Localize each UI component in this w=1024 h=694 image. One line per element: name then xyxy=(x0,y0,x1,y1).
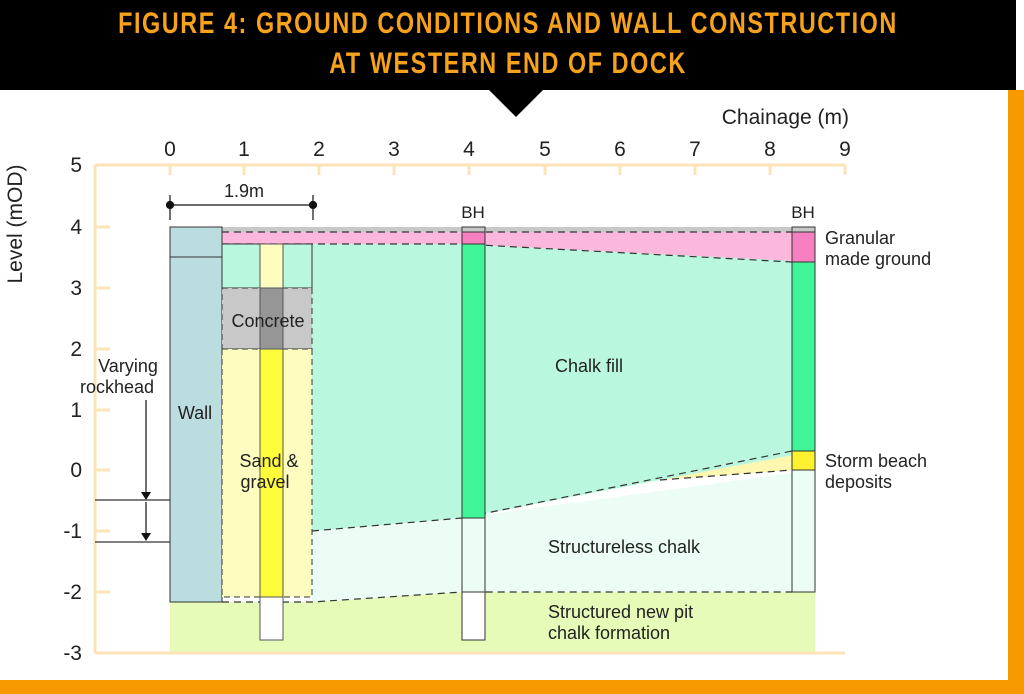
x-tick-2: 2 xyxy=(313,138,325,161)
structured-chalk-label-1: Structured new pit xyxy=(548,602,693,622)
x-tick-0: 0 xyxy=(164,138,176,161)
x-tick-3: 3 xyxy=(388,138,400,161)
banner-pointer xyxy=(488,89,544,117)
structureless-chalk-label: Structureless chalk xyxy=(548,537,701,557)
y-tick-3: 3 xyxy=(70,277,82,300)
dimension-label: 1.9m xyxy=(224,181,264,201)
y-axis-label: Level (mOD) xyxy=(4,164,27,283)
x-tick-9: 9 xyxy=(839,138,851,161)
storm-beach-label-2: deposits xyxy=(825,472,892,492)
y-tick-neg3: -3 xyxy=(63,642,82,665)
figure-title: FIGURE 4: GROUND CONDITIONS AND WALL CON… xyxy=(112,4,904,84)
y-tick-neg2: -2 xyxy=(63,581,82,604)
rockhead-indicator xyxy=(95,400,170,543)
core-upper xyxy=(259,243,284,289)
concrete-label: Concrete xyxy=(231,311,304,331)
rockhead-label-1: Varying xyxy=(98,356,158,376)
structureless-chalk-layer xyxy=(312,470,815,602)
x-tick-7: 7 xyxy=(689,138,701,161)
y-tick-4: 4 xyxy=(70,216,82,239)
borehole-right xyxy=(791,226,816,593)
chalk-fill-label: Chalk fill xyxy=(555,356,623,376)
x-tick-8: 8 xyxy=(764,138,776,161)
axes xyxy=(93,163,847,655)
frame-bottom-border xyxy=(0,680,1024,694)
x-tick-6: 6 xyxy=(614,138,626,161)
title-line-2: AT WESTERN END OF DOCK xyxy=(329,47,687,80)
bh-right-label: BH xyxy=(791,203,815,222)
x-tick-4: 4 xyxy=(463,138,475,161)
sand-gravel-label-2: gravel xyxy=(240,472,289,492)
granular-label-1: Granular xyxy=(825,228,895,248)
structured-chalk-label-2: chalk formation xyxy=(548,623,670,643)
frame-right-border xyxy=(1008,90,1024,694)
storm-beach-label-1: Storm beach xyxy=(825,451,927,471)
granular-label-2: made ground xyxy=(825,249,931,269)
y-tick-0: 0 xyxy=(70,459,82,482)
x-tick-5: 5 xyxy=(539,138,551,161)
chalk-fill-layer xyxy=(222,244,815,531)
x-tick-1: 1 xyxy=(238,138,250,161)
y-tick-2: 2 xyxy=(70,338,82,361)
wall-label: Wall xyxy=(178,403,212,423)
y-tick-1: 1 xyxy=(70,399,82,422)
surface-strip xyxy=(222,227,815,232)
rockhead-label-2: rockhead xyxy=(80,377,154,397)
boundary-storm-beach xyxy=(659,469,793,481)
x-axis-label: Chainage (m) xyxy=(722,106,849,129)
core-bottom xyxy=(259,596,284,641)
sand-gravel-label-1: Sand & xyxy=(239,451,298,471)
y-tick-5: 5 xyxy=(70,154,82,177)
wall-block xyxy=(169,226,223,603)
bh-left-label: BH xyxy=(461,203,485,222)
title-line-1: FIGURE 4: GROUND CONDITIONS AND WALL CON… xyxy=(118,7,898,40)
title-banner xyxy=(0,0,1016,90)
borehole-left xyxy=(461,226,486,641)
dimension-marker xyxy=(165,195,318,220)
structured-chalk-layer xyxy=(170,592,815,653)
granular-made-ground-layer xyxy=(222,232,815,262)
y-tick-neg1: -1 xyxy=(63,520,82,543)
